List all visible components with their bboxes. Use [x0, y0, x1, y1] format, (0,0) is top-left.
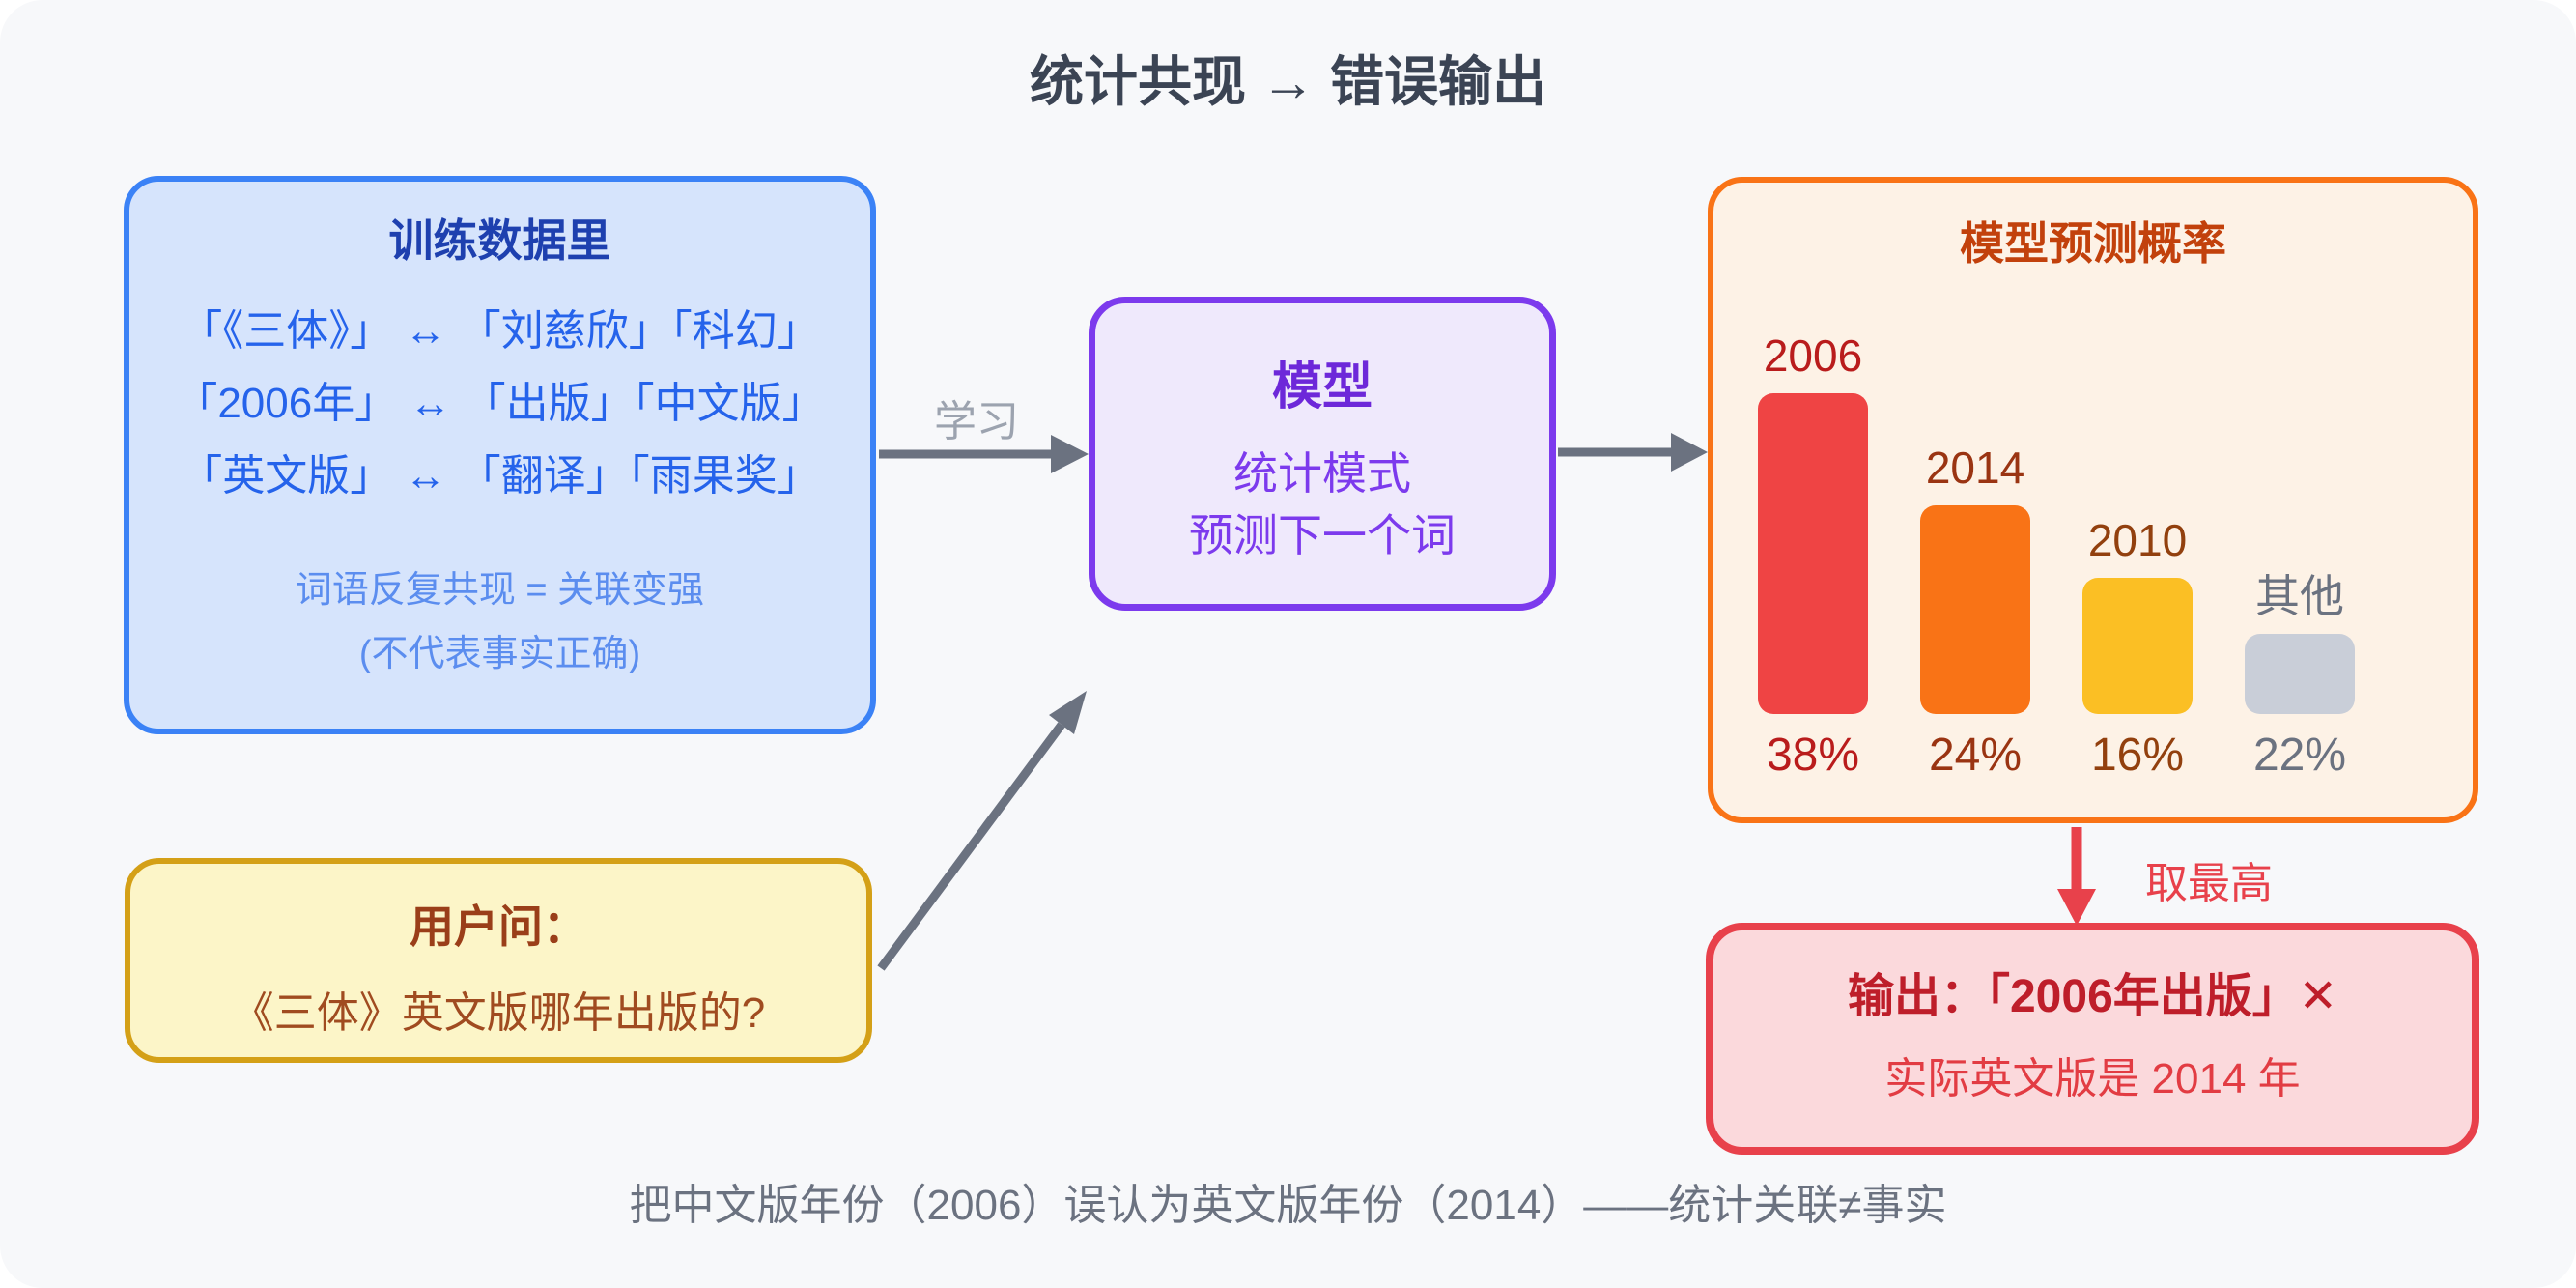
- note-line: (不代表事实正确): [358, 634, 641, 674]
- chart-column: 2014: [1920, 330, 2030, 714]
- model-box: 模型 统计模式 预测下一个词: [1089, 297, 1556, 611]
- note-line: 词语反复共现 = 关联变强: [295, 570, 705, 611]
- pick-highest-arrow-label: 取最高: [2145, 860, 2273, 907]
- output-box-title: 输出：「2006年出版」✕: [1847, 971, 2337, 1022]
- bar-category-label: 其他: [2255, 571, 2344, 621]
- model-line: 统计模式: [1233, 448, 1411, 499]
- probability-value-labels: 38% 24% 16% 22%: [1758, 729, 2355, 783]
- probability-bar: [2245, 634, 2355, 714]
- chart-column: 其他: [2245, 330, 2355, 714]
- pick-highest-arrow: [2057, 827, 2096, 926]
- cooccurrence-pair: 「2006年」 ↔ 「出版」「中文版」: [175, 380, 825, 427]
- bar-category-label: 2014: [1925, 443, 2025, 493]
- prediction-probability-box: 模型预测概率 2006 2014 2010 其他 38% 24% 16% 22%: [1708, 177, 2478, 823]
- model-line: 预测下一个词: [1189, 510, 1456, 560]
- user-question: 《三体》英文版哪年出版的?: [231, 989, 766, 1037]
- prediction-box-title: 模型预测概率: [1960, 218, 2226, 269]
- bar-category-label: 2010: [2087, 515, 2188, 565]
- user-box-title: 用户问：: [410, 902, 587, 952]
- chart-column: 2006: [1758, 330, 1868, 714]
- bar-value-label: 22%: [2252, 730, 2347, 781]
- model-box-title: 模型: [1271, 359, 1373, 415]
- chart-column: 2010: [2082, 330, 2193, 714]
- cooccurrence-pair: 「《三体》」 ↔ 「刘慈欣」「科幻」: [180, 307, 820, 355]
- cooccurrence-pair: 「英文版」 ↔ 「翻译」「雨果奖」: [180, 452, 820, 500]
- probability-bar: [1758, 393, 1868, 714]
- training-data-box: 训练数据里 「《三体》」 ↔ 「刘慈欣」「科幻」 「2006年」 ↔ 「出版」「…: [124, 176, 876, 734]
- bar-category-label: 2006: [1763, 330, 1863, 381]
- probability-bar-chart: 2006 2014 2010 其他: [1758, 330, 2355, 714]
- training-box-note: 词语反复共现 = 关联变强 (不代表事实正确): [129, 558, 870, 686]
- learn-arrow-label: 学习: [934, 398, 1019, 445]
- cooccurrence-pairs: 「《三体》」 ↔ 「刘慈欣」「科幻」 「2006年」 ↔ 「出版」「中文版」 「…: [129, 295, 870, 512]
- bar-value-label: 16%: [2090, 730, 2185, 781]
- model-description: 统计模式 预测下一个词: [1095, 443, 1549, 566]
- probability-bar: [1920, 505, 2030, 714]
- bar-value-label: 24%: [1928, 730, 2023, 781]
- output-box: 输出：「2006年出版」✕ 实际英文版是 2014 年: [1706, 923, 2479, 1155]
- user-question-box: 用户问： 《三体》英文版哪年出版的?: [125, 858, 872, 1063]
- probability-bar: [2082, 578, 2193, 714]
- question-to-model-arrow: [877, 691, 1087, 971]
- output-fact-note: 实际英文版是 2014 年: [1884, 1055, 2301, 1102]
- bottom-caption: 把中文版年份（2006）误认为英文版年份（2014）——统计关联≠事实: [629, 1182, 1947, 1229]
- training-box-title: 训练数据里: [388, 215, 611, 266]
- page-title: 统计共现 → 错误输出: [1029, 51, 1547, 112]
- model-to-prediction-arrow: [1558, 433, 1708, 472]
- bar-value-label: 38%: [1766, 730, 1860, 781]
